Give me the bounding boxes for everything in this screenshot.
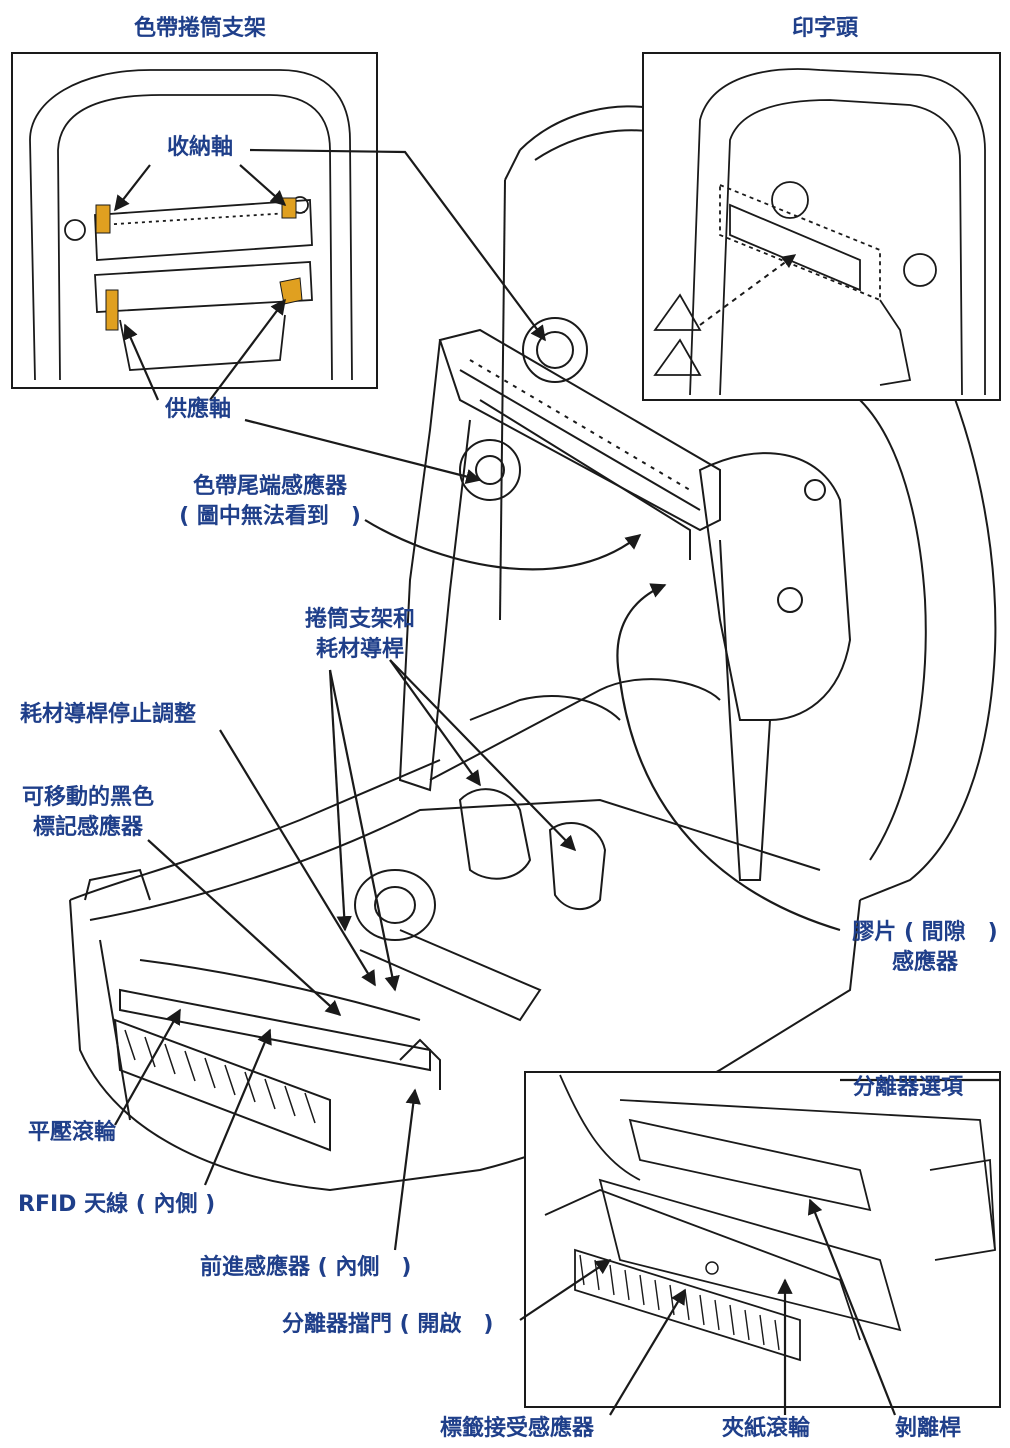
label-pinch-roller: 夾紙滾輪 — [722, 1416, 811, 1441]
label-web-gap-sensor-line1: 膠片 ( 間隙 ) — [852, 920, 998, 945]
label-web-gap-sensor-line2: 感應器 — [891, 950, 958, 975]
inset-print-head — [642, 52, 1001, 401]
label-print-head: 印字頭 — [791, 16, 858, 41]
callout-lines — [114, 148, 1000, 1416]
label-ribbon-out-sensor: 色帶尾端感應器 ( 圖中無法看到 ) — [165, 472, 375, 532]
label-black-mark-sensor-line2: 標記感應器 — [32, 815, 143, 840]
label-roll-holder-guides-line1: 捲筒支架和 — [304, 607, 415, 632]
inset-dispenser-option — [524, 1071, 1001, 1408]
label-ribbon-out-sensor-line2: ( 圖中無法看到 ) — [179, 504, 361, 529]
label-roll-holder-guides: 捲筒支架和 耗材導桿 — [280, 605, 440, 665]
label-peel-bar: 剝離桿 — [895, 1416, 962, 1441]
label-web-gap-sensor: 膠片 ( 間隙 ) 感應器 — [845, 918, 1005, 978]
label-roll-holder-guides-line2: 耗材導桿 — [315, 637, 404, 662]
label-ribbon-out-sensor-line1: 色帶尾端感應器 — [192, 474, 347, 499]
label-black-mark-sensor: 可移動的黑色 標記感應器 — [8, 783, 168, 843]
label-label-taken-sensor: 標籤接受感應器 — [440, 1416, 595, 1441]
label-platen-roller: 平壓滾輪 — [28, 1120, 117, 1145]
label-ribbon-roll-holder: 色帶捲筒支架 — [133, 16, 266, 41]
label-black-mark-sensor-line1: 可移動的黑色 — [21, 785, 154, 810]
label-take-up-spindle: 收納軸 — [166, 135, 233, 160]
label-rfid-antenna: RFID 天線 ( 內側 ) — [18, 1192, 216, 1217]
label-dispenser-door: 分離器擋門 ( 開啟 ) — [282, 1312, 494, 1337]
label-dispenser-option: 分離器選項 — [853, 1075, 964, 1100]
label-supply-spindle: 供應軸 — [164, 397, 231, 422]
inset-ribbon-holder — [11, 52, 378, 389]
label-media-guide-stop-adjust: 耗材導桿停止調整 — [20, 702, 197, 727]
label-head-up-sensor: 前進感應器 ( 內側 ) — [200, 1255, 412, 1280]
printer-body — [69, 105, 997, 1192]
